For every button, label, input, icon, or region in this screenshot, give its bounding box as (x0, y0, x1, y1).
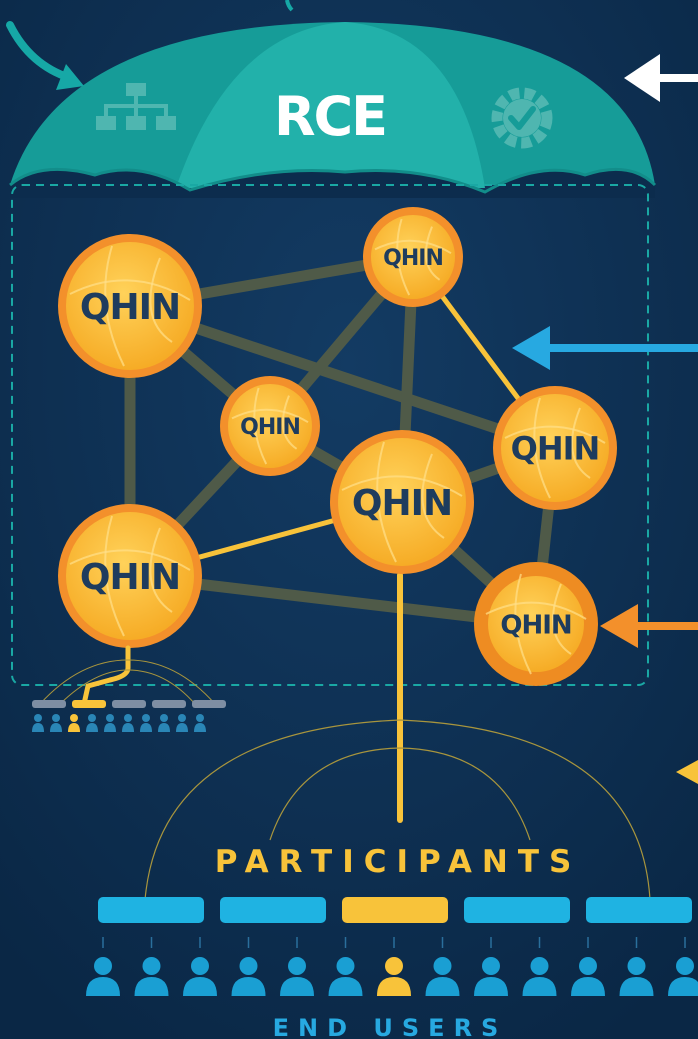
small-participant-bar (112, 700, 146, 708)
end-user-icon (377, 957, 411, 996)
end-user-icon (522, 957, 557, 996)
arrow-left-icon (512, 326, 698, 370)
end-user-icon (619, 957, 654, 996)
end-user-icon (280, 957, 314, 996)
small-user-icon (68, 714, 80, 732)
qhin-node[interactable]: QHIN (58, 504, 202, 648)
end-user-icon (571, 957, 605, 996)
small-user-icon (32, 714, 44, 732)
umbrella-label: RCE (274, 85, 386, 148)
qhin-node[interactable]: QHIN (58, 234, 202, 378)
participant-bar (342, 897, 448, 923)
participant-bar (464, 897, 570, 923)
network-link (124, 300, 561, 454)
end-users-label: END USERS (273, 1014, 508, 1039)
small-user-icon (50, 714, 62, 732)
qhin-node-label: QHIN (80, 557, 180, 598)
participant-arcs (144, 719, 651, 901)
participant-bar (98, 897, 204, 923)
small-user-icon (194, 714, 206, 732)
qhin-node-label: QHIN (352, 483, 452, 524)
gear-check-icon (491, 87, 553, 149)
small-participant-bar (72, 700, 106, 708)
qhin-node[interactable]: QHIN (363, 207, 463, 307)
qhin-node-label: QHIN (80, 287, 180, 328)
small-user-icon (86, 714, 98, 732)
arrow-left-icon (624, 54, 698, 102)
end-user-icon (231, 957, 266, 996)
end-user-icon (134, 957, 169, 996)
small-user-icon (104, 714, 116, 732)
end-user-icon (328, 957, 363, 996)
small-user-icon (122, 714, 134, 732)
end-user-icon (86, 957, 120, 996)
small-user-icon (140, 714, 152, 732)
participant-bar (586, 897, 692, 923)
participant-bars (98, 897, 692, 923)
end-user-row (86, 937, 698, 996)
qhin-node-label: QHIN (500, 610, 571, 640)
rce-umbrella (9, 22, 657, 198)
qhin-node[interactable]: QHIN (330, 430, 474, 574)
qhin-node-label: QHIN (511, 430, 600, 468)
participant-bar (220, 897, 326, 923)
small-participant-bar (152, 700, 186, 708)
qhin-node[interactable]: QHIN (220, 376, 320, 476)
network-boundary (11, 184, 649, 686)
small-user-icon (176, 714, 188, 732)
end-user-icon (425, 957, 460, 996)
small-user-icon (158, 714, 170, 732)
hierarchy-icon (96, 83, 176, 130)
small-participant-bar (192, 700, 226, 708)
qhin-node[interactable]: QHIN (493, 386, 617, 510)
qhin-nodes: QHIN QHIN QHIN QHIN QHIN QHIN QHIN (58, 207, 617, 686)
end-user-icon (474, 957, 508, 996)
small-participant-bar (32, 700, 66, 708)
qhin-node-label: QHIN (383, 246, 443, 271)
qhin-node-label: QHIN (240, 415, 300, 440)
participants-label: PARTICIPANTS (215, 844, 582, 880)
arrow-left-icon (676, 760, 698, 784)
arrow-left-icon (600, 604, 698, 648)
curved-arrow-icon (6, 0, 294, 90)
end-user-icon (668, 957, 698, 996)
qhin-node[interactable]: QHIN (474, 562, 598, 686)
small-participant-group (32, 645, 226, 732)
end-user-icon (183, 957, 217, 996)
